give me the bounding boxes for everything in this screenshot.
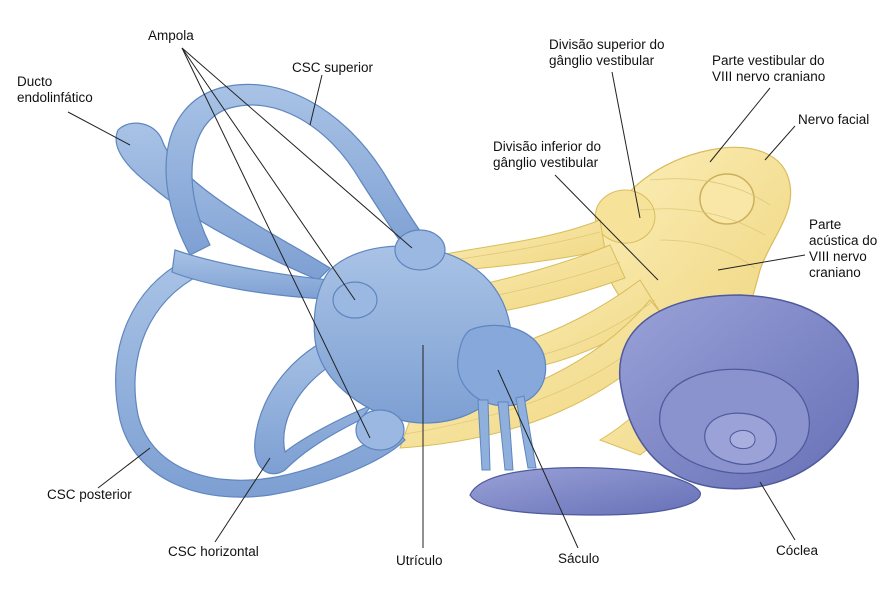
membranous-labyrinth — [115, 83, 547, 498]
leader-divisao-inferior — [554, 174, 659, 281]
label-coclea: Cóclea — [776, 543, 819, 558]
leader-divisao-superior — [611, 71, 641, 219]
label-saculo: Sáculo — [558, 551, 600, 566]
leader-ampola-3 — [181, 47, 371, 439]
ampulla-superior — [394, 229, 446, 271]
label-utriculo: Utrículo — [396, 553, 443, 568]
nerve-cut-end — [699, 173, 755, 225]
leader-nervo-facial — [764, 125, 796, 161]
leader-csc-horizontal — [214, 457, 271, 543]
saccule — [457, 324, 547, 407]
leader-ampola-1 — [181, 47, 413, 249]
label-nervo-facial: Nervo facial — [798, 112, 870, 127]
leader-parte-vestibular — [709, 87, 771, 163]
label-csc-horizontal: CSC horizontal — [168, 544, 259, 559]
leader-parte-acustica — [717, 254, 806, 271]
label-divisao-inferior: Divisão inferior do gânglio vestibular — [493, 139, 602, 170]
posterior-canal — [115, 259, 406, 498]
superior-canal — [165, 83, 431, 259]
cochlea — [469, 294, 859, 516]
label-csc-superior: CSC superior — [292, 60, 374, 75]
cochlear-apex — [729, 429, 756, 450]
label-ducto-endolinfatico: Ducto endolinfático — [17, 74, 93, 105]
leader-csc-posterior — [97, 447, 151, 489]
leader-saculo — [497, 369, 579, 549]
leader-coclea — [759, 481, 796, 541]
label-ampola: Ampola — [148, 28, 194, 43]
ampulla-posterior — [355, 409, 405, 451]
leader-ducto-endolinfatico — [67, 111, 131, 146]
label-divisao-superior: Divisão superior do gânglio vestibular — [549, 37, 665, 68]
label-parte-vestibular: Parte vestibular do VIII nervo craniano — [712, 53, 826, 84]
leader-ampola-2 — [181, 47, 356, 301]
label-csc-posterior: CSC posterior — [47, 487, 132, 502]
label-parte-acustica: Parte acústica do VIII nervo craniano — [809, 217, 878, 280]
cochlear-base — [469, 467, 701, 516]
leader-csc-superior — [309, 74, 323, 126]
endolymphatic-duct — [115, 122, 331, 281]
horizontal-canal — [254, 329, 374, 475]
leader-lines — [67, 47, 806, 549]
ganglion-superior — [594, 189, 656, 244]
